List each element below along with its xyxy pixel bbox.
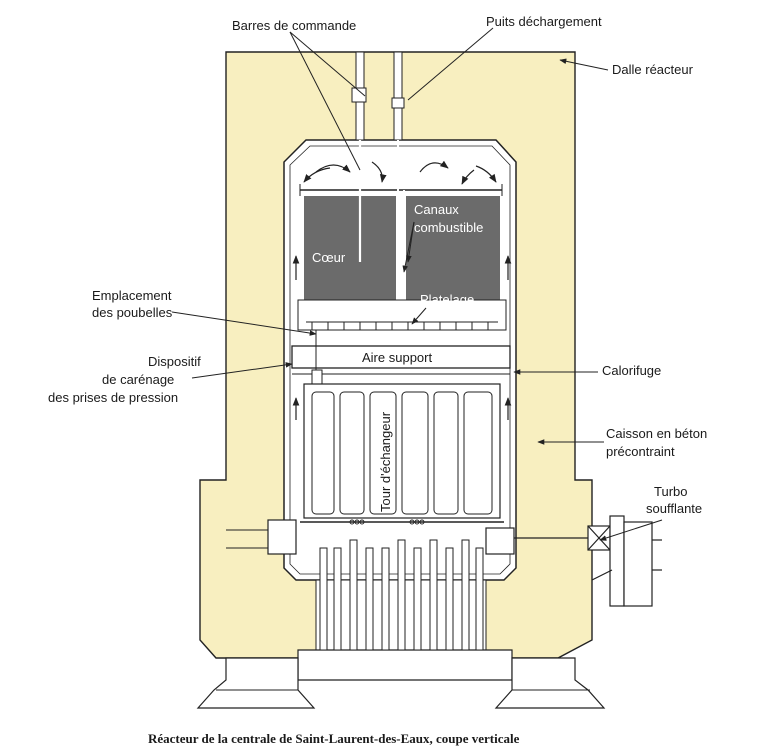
label-fairing-3: des prises de pression: [48, 390, 178, 405]
support-right: [494, 657, 606, 709]
label-turbo-blower-1: Turbo: [654, 484, 687, 499]
platform-grid: [297, 299, 507, 331]
control-rod-mechanism: [351, 87, 367, 103]
support-area-band: [291, 345, 511, 369]
label-concrete-caisson-2: précontraint: [606, 444, 675, 459]
label-fairing-1: Dispositif: [148, 354, 201, 369]
turbo-blower: [514, 515, 662, 607]
figure-caption: Réacteur de la centrale de Saint-Laurent…: [148, 731, 520, 746]
discharge-plug: [391, 97, 405, 109]
foundation-base: [297, 649, 513, 681]
support-left: [196, 657, 316, 709]
label-exchanger-tower: Tour d'échangeur: [378, 411, 393, 512]
left-blower-box: [267, 519, 297, 555]
bin-box: [311, 369, 323, 385]
label-platform: Platelage: [420, 292, 474, 307]
leader-lines: [171, 27, 663, 541]
flow-arrows: [292, 160, 512, 420]
platform-grid-bars: [306, 321, 498, 330]
core-block-left: [304, 196, 396, 300]
label-bin-location-1: Emplacement: [92, 288, 172, 303]
label-concrete-caisson-1: Caisson en béton: [606, 426, 707, 441]
label-turbo-blower-2: soufflante: [646, 501, 702, 516]
core-block-right: [406, 196, 500, 300]
label-insulation: Calorifuge: [602, 363, 661, 378]
label-discharge-well: Puits déchargement: [486, 14, 602, 29]
label-support-area: Aire support: [362, 350, 432, 365]
outlet-pipes: [319, 539, 484, 651]
label-control-rods: Barres de commande: [232, 18, 356, 33]
label-fairing-2: de carénage: [102, 372, 174, 387]
label-reactor-slab: Dalle réacteur: [612, 62, 694, 77]
label-bin-location-2: des poubelles: [92, 305, 173, 320]
label-core: Cœur: [312, 250, 346, 265]
label-fuel-channels-1: Canaux: [414, 202, 459, 217]
insulation-liner: [289, 145, 511, 575]
right-blower-box: [485, 527, 515, 555]
discharge-shaft: [393, 51, 403, 141]
label-fuel-channels-2: combustible: [414, 220, 483, 235]
heat-exchanger-tower: [303, 383, 501, 519]
header-valves: [349, 519, 425, 525]
